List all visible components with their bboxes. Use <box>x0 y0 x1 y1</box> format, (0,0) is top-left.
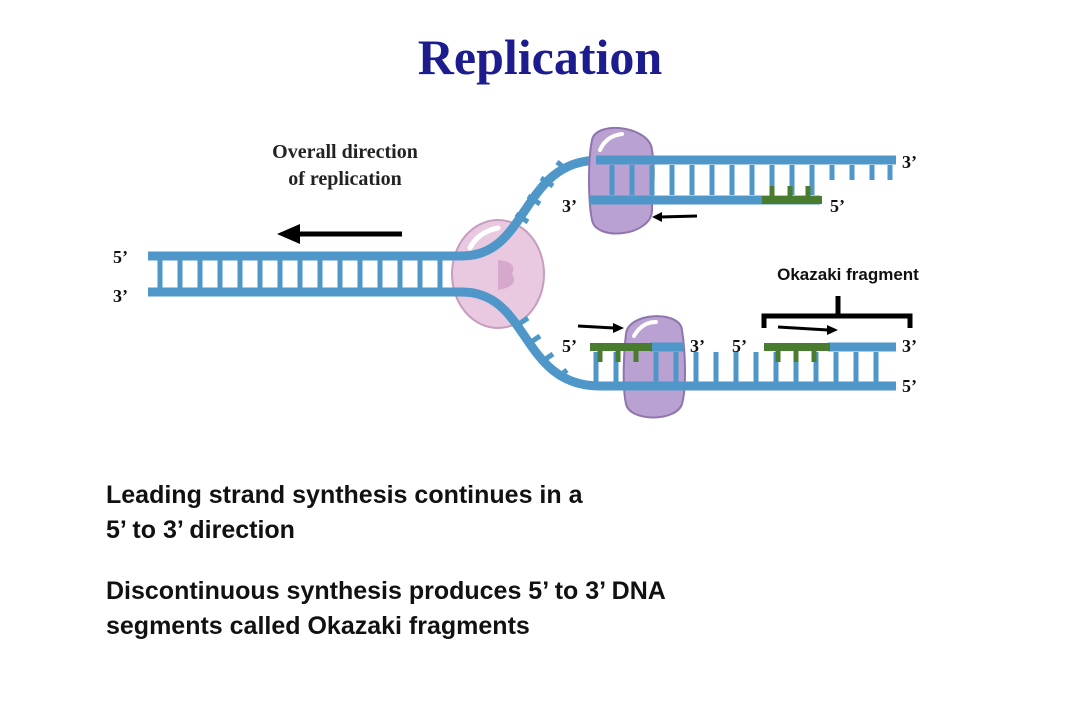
label-lower-fork-5: 5’ <box>562 336 577 356</box>
direction-label-line1: Overall direction <box>272 141 418 163</box>
okazaki-bracket <box>761 296 913 328</box>
label-parent-bottom-3: 3’ <box>113 286 128 306</box>
direction-label-line2: of replication <box>288 168 402 190</box>
upper-template-stubs <box>829 165 893 180</box>
discontinuous-synthesis-caption: Discontinuous synthesis produces 5’ to 3… <box>106 574 666 644</box>
discontinuous-caption-line2: segments called Okazaki fragments <box>106 612 530 640</box>
leading-caption-line1: Leading strand synthesis continues in a <box>106 481 583 509</box>
leading-caption-line2: 5’ to 3’ direction <box>106 516 295 544</box>
discontinuous-caption-line1: Discontinuous synthesis produces 5’ to 3… <box>106 577 666 605</box>
label-upper-fork-3: 3’ <box>562 196 577 216</box>
label-upper-right-3: 3’ <box>902 152 917 172</box>
okazaki-fragment-label: Okazaki fragment <box>777 265 919 284</box>
polymerase-upper <box>588 126 655 235</box>
leading-strand-caption: Leading strand synthesis continues in a … <box>106 478 583 548</box>
synthesis-arrow-upper <box>652 212 698 222</box>
helicase-enzyme <box>451 219 545 329</box>
label-upper-primer-5: 5’ <box>830 196 845 216</box>
overall-direction-arrow <box>277 224 402 244</box>
label-lower-right-5: 5’ <box>902 376 917 396</box>
label-lower-mid-3: 3’ <box>690 336 705 356</box>
synthesis-arrow-lower-right <box>777 325 838 335</box>
label-lower-right-3: 3’ <box>902 336 917 356</box>
parental-duplex-rungs <box>157 258 443 290</box>
label-parent-top-5: 5’ <box>113 247 128 267</box>
page-title: Replication <box>417 29 663 85</box>
synthesis-arrow-lower-left <box>577 323 624 333</box>
label-lower-mid-5: 5’ <box>732 336 747 356</box>
